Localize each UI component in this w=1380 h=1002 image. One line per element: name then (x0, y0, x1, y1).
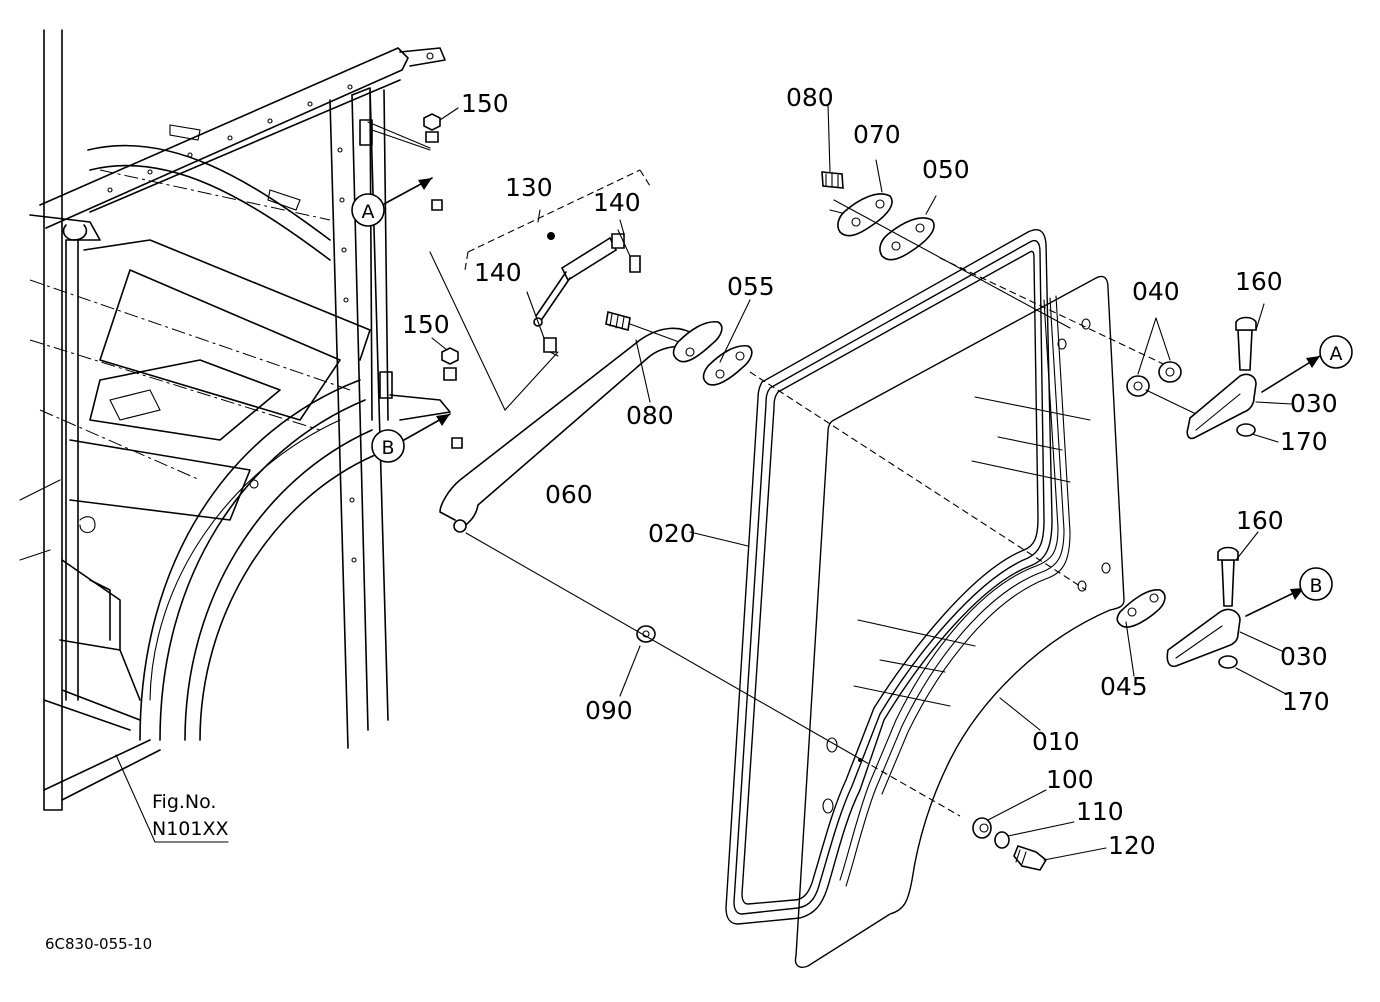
stay-rod-060 (439, 299, 753, 533)
callout-045: 045 (1100, 672, 1148, 701)
callout-040: 040 (1132, 277, 1180, 306)
callout-110: 110 (1076, 797, 1124, 826)
fig-label: Fig.No. (152, 791, 216, 813)
marker-a-hinge (1319, 335, 1353, 369)
callout-140-left: 140 (474, 258, 522, 287)
callout-150-lower: 150 (402, 310, 450, 339)
washers-040 (1126, 317, 1197, 415)
marker-b-frame (371, 429, 405, 463)
frame-mount-b: B (371, 413, 463, 463)
callout-150-upper: 150 (461, 89, 509, 118)
figure-info: Fig.No. N101XX 6C830-055-10 (45, 791, 229, 953)
marker-b-frame-label: B (381, 437, 394, 459)
callout-060: 060 (545, 480, 593, 509)
callout-130: 130 (505, 173, 553, 202)
callout-080-lower: 080 (626, 401, 674, 430)
callout-170-lower: 170 (1282, 687, 1330, 716)
cab-frame (19, 29, 451, 843)
gas-strut-detail (429, 169, 651, 411)
callout-020: 020 (648, 519, 696, 548)
callout-050: 050 (922, 155, 970, 184)
marker-b-hinge (1299, 567, 1333, 601)
hinge-plates-upper (821, 103, 1071, 329)
callout-170-upper: 170 (1280, 427, 1328, 456)
callout-010: 010 (1032, 727, 1080, 756)
door-glass-010 (749, 257, 1177, 968)
callout-055: 055 (727, 272, 775, 301)
callout-090: 090 (585, 696, 633, 725)
drawing-code: 6C830-055-10 (45, 935, 152, 953)
frame-mount-a: A (351, 121, 443, 227)
nut-150-lower (431, 337, 459, 381)
callout-030-lower: 030 (1280, 642, 1328, 671)
callout-120: 120 (1108, 831, 1156, 860)
fastener-stack (972, 789, 1107, 871)
seal-020 (689, 228, 1053, 925)
hinge-030-upper: A (1186, 303, 1353, 443)
marker-b-hinge-label: B (1309, 575, 1322, 597)
callout-030-upper: 030 (1290, 389, 1338, 418)
marker-a-frame-label: A (362, 201, 375, 223)
callout-labels: 080 070 050 130 140 140 055 080 060 020 … (402, 83, 1338, 860)
marker-a-hinge-label: A (1330, 343, 1343, 365)
marker-a-frame (351, 193, 385, 227)
callout-100: 100 (1046, 765, 1094, 794)
washer-090 (465, 532, 863, 761)
hinge-030-lower: B (1166, 531, 1333, 695)
fig-number: N101XX (152, 818, 229, 840)
nut-150-upper (371, 107, 459, 151)
callout-140-right: 140 (593, 188, 641, 217)
callout-080-upper: 080 (786, 83, 834, 112)
callout-160-upper: 160 (1235, 267, 1283, 296)
plate-045 (1116, 589, 1166, 677)
callout-070: 070 (853, 120, 901, 149)
callout-160-lower: 160 (1236, 506, 1284, 535)
